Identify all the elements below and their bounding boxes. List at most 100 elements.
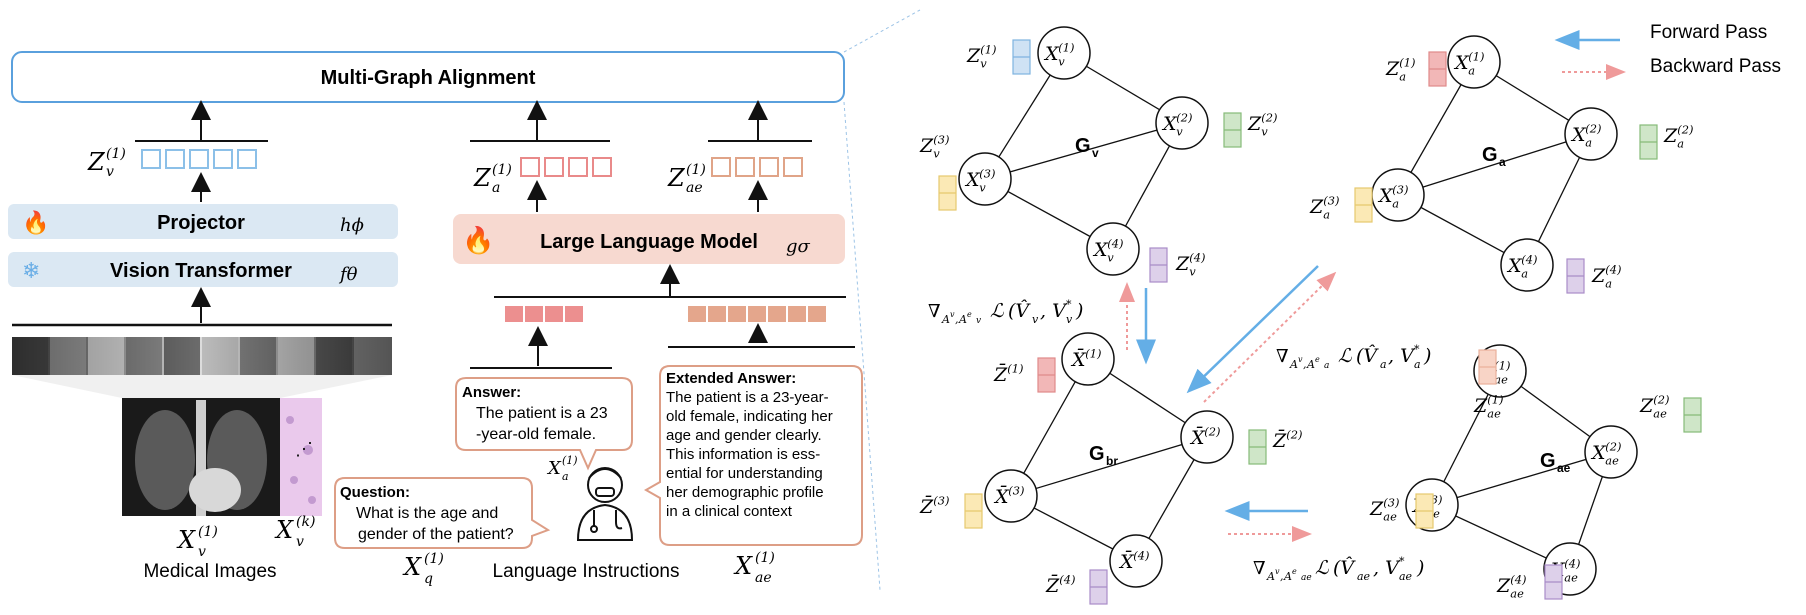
za-label: Z a (1): [473, 162, 512, 196]
svg-text:(4): (4): [1605, 262, 1621, 276]
svg-text:a: a: [1392, 197, 1399, 211]
embedding-box-gbr-2: [1248, 429, 1267, 465]
embedding-box-gv-1: [1012, 39, 1031, 75]
svg-text:(2): (2): [1261, 110, 1277, 124]
projector-label: Projector: [157, 212, 245, 234]
svg-text:X: X: [964, 169, 981, 191]
svg-text:(4): (4): [1133, 548, 1149, 562]
llm-label: Large Language Model: [540, 231, 758, 253]
svg-text:ℒ: ℒ: [1315, 557, 1330, 579]
svg-text:ae: ae: [1494, 373, 1508, 387]
extended-line-4: This information is ess-: [666, 446, 820, 463]
svg-text:X: X: [1161, 113, 1178, 135]
alignment-box: [11, 51, 845, 103]
answer-line-1: The patient is a 23: [476, 405, 608, 422]
zoom-line-top: [843, 9, 921, 53]
question-line-1: What is the age and: [356, 505, 498, 522]
graph-ae-edges: [1431, 370, 1612, 570]
svg-text:e: e: [967, 310, 972, 319]
svg-text:(2): (2): [1677, 122, 1693, 136]
svg-text:X̄: X̄: [1070, 348, 1087, 371]
svg-text:X: X: [1570, 124, 1587, 146]
svg-text:v: v: [1107, 251, 1114, 265]
svg-text:*: *: [1414, 343, 1420, 356]
histology-image: ⋰: [280, 398, 322, 516]
svg-text:ae: ae: [1357, 570, 1371, 583]
extended-title: Extended Answer:: [666, 370, 796, 387]
embedding-box-ga-3: [1354, 187, 1373, 223]
svg-text:∇: ∇: [1253, 558, 1266, 579]
svg-text:(4): (4): [1510, 572, 1526, 586]
svg-text:(1): (1): [106, 146, 126, 162]
projector-block: [8, 204, 398, 239]
projector-symbol: hϕ: [340, 215, 364, 236]
svg-text:): ): [1416, 557, 1424, 579]
svg-text:Z̄: Z̄: [993, 363, 1008, 386]
answer-line-2: -year-old female.: [476, 426, 596, 443]
zv-label: Z v (1): [87, 146, 126, 180]
svg-text:a: a: [1468, 64, 1475, 78]
svg-text:Z: Z: [1663, 125, 1678, 147]
extended-line-2: old female, indicating her: [666, 408, 833, 425]
svg-text:Z̄: Z̄: [1272, 429, 1287, 452]
svg-text:Z: Z: [919, 135, 934, 157]
svg-text:A: A: [1283, 570, 1292, 583]
zae-tokens: [711, 157, 803, 177]
embedding-box-gae-4: [1544, 564, 1563, 600]
svg-text:a: a: [1521, 267, 1528, 281]
embedding-label-gbr-1: Z̄(1): [993, 361, 1023, 386]
embedding-box-gbr-1: [1037, 357, 1056, 393]
svg-text:v: v: [1275, 567, 1280, 576]
svg-text:(2): (2): [1176, 110, 1192, 124]
svg-text:, V: , V: [1388, 345, 1416, 367]
svg-text:*: *: [1399, 555, 1405, 568]
svg-text:X: X: [402, 553, 422, 581]
svg-text:*: *: [1066, 298, 1072, 311]
embedding-box-gae-3: [1415, 493, 1434, 529]
svg-text:∇: ∇: [1276, 346, 1289, 367]
svg-text:v: v: [979, 181, 986, 195]
svg-text:v: v: [296, 534, 304, 550]
svg-text:G: G: [1540, 450, 1556, 472]
svg-text:Z: Z: [1309, 196, 1324, 218]
svg-text:Z: Z: [667, 164, 686, 192]
svg-text:v: v: [1058, 55, 1065, 69]
svg-text:v: v: [980, 57, 987, 71]
embedding-label-gbr-2: Z̄(2): [1272, 427, 1302, 452]
svg-text:(3): (3): [933, 493, 949, 507]
svg-text:ae: ae: [1383, 510, 1397, 524]
svg-text:(1): (1): [492, 162, 512, 178]
embedding-label-gbr-3: Z̄(3): [919, 493, 949, 518]
svg-text:(1): (1): [424, 551, 444, 567]
svg-text:G: G: [1089, 443, 1105, 465]
question-title: Question:: [340, 484, 410, 501]
svg-text:∇: ∇: [928, 301, 941, 322]
svg-text:(1): (1): [980, 42, 996, 56]
svg-text:ae: ae: [1487, 407, 1501, 421]
svg-text:v: v: [950, 310, 955, 319]
svg-text:(3): (3): [1008, 483, 1024, 497]
svg-text:G: G: [1482, 144, 1498, 166]
svg-text:A: A: [941, 313, 950, 326]
svg-text:,: ,: [1280, 570, 1284, 583]
xa-label: X a (1): [546, 454, 578, 483]
node-label-gbr-1: X̄(1): [1070, 346, 1101, 371]
svg-text:ae: ae: [1399, 570, 1413, 583]
embedding-boxes: [938, 39, 1702, 605]
svg-text:(3): (3): [933, 132, 949, 146]
